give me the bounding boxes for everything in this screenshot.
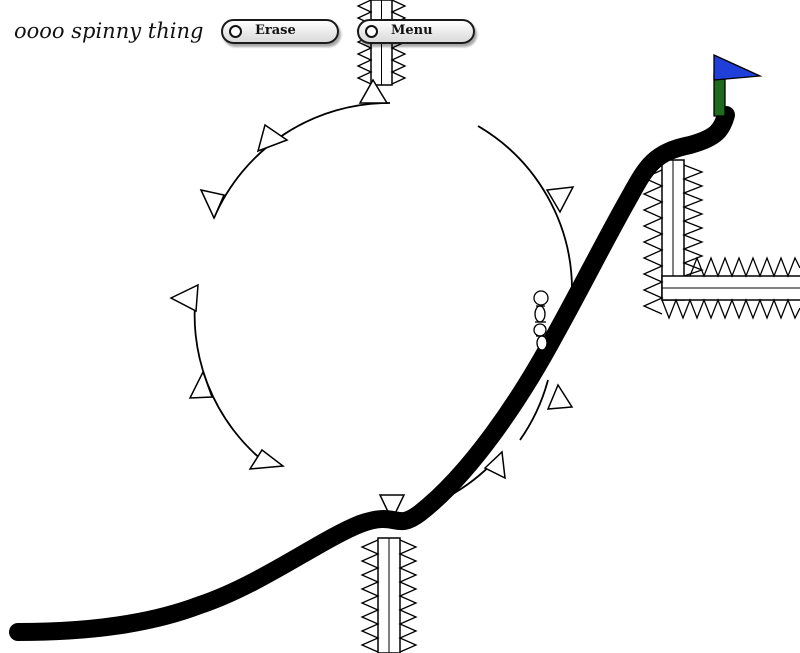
drawn-track [9,106,735,641]
erase-button-label: Erase [255,23,296,38]
spinning-wheel [193,102,573,516]
menu-button[interactable]: Menu [357,19,475,44]
menu-button-label: Menu [391,23,433,38]
wheel-spikes [169,78,575,522]
level-title: oooo spinny thing [14,19,204,43]
spiked-pillar-bottom [360,537,418,653]
circle-icon [229,25,242,38]
spiked-structure-right [642,159,800,320]
rider-icon [533,290,549,351]
flag-icon [713,53,763,117]
circle-icon [365,25,378,38]
erase-button[interactable]: Erase [221,19,339,44]
